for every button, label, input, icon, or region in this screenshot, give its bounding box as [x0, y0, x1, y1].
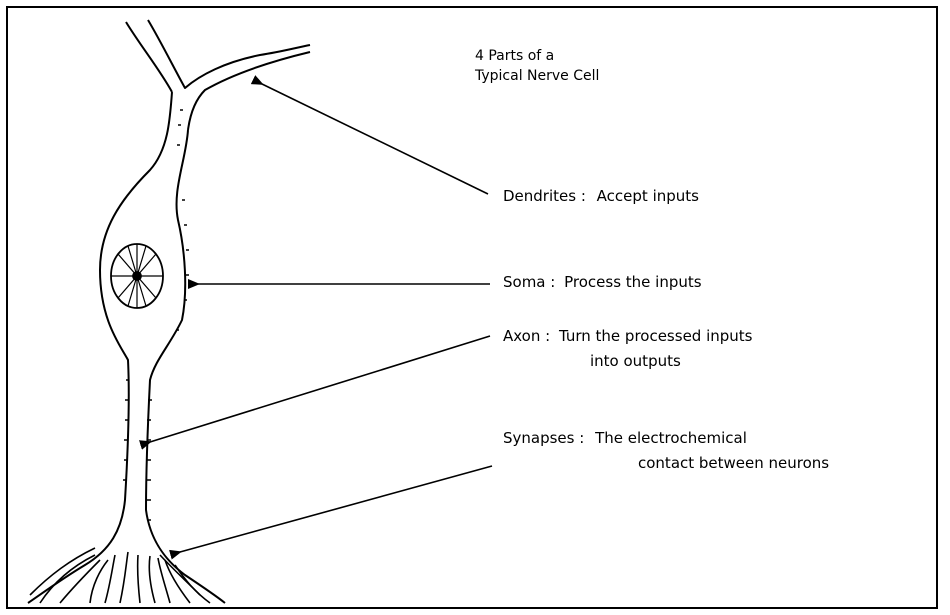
dendrites-label: Dendrites : Accept inputs [503, 186, 699, 206]
axon-name: Axon : [503, 327, 550, 345]
dendrites-desc: Accept inputs [597, 187, 699, 205]
axon-arrow [150, 336, 490, 442]
axon-label: Axon : Turn the processed inputs [503, 326, 752, 346]
dendrites-arrow [262, 84, 488, 194]
neuron-outline [28, 20, 310, 603]
axon-desc-line2: into outputs [590, 351, 681, 371]
diagram-title-line2: Typical Nerve Cell [475, 66, 599, 86]
synapses-desc-line1: The electrochemical [595, 429, 747, 447]
soma-name: Soma : [503, 273, 555, 291]
synaptic-terminals [30, 548, 210, 603]
cell-right-edge [146, 130, 225, 603]
nucleus [111, 244, 163, 308]
synapses-name: Synapses : [503, 429, 584, 447]
axon-desc-line1: Turn the processed inputs [559, 327, 753, 345]
soma-label: Soma : Process the inputs [503, 272, 702, 292]
synapses-label: Synapses : The electrochemical [503, 428, 747, 448]
soma-desc: Process the inputs [564, 273, 701, 291]
pointer-arrows [150, 84, 492, 552]
diagram-title-line1: 4 Parts of a [475, 46, 554, 66]
dendrite-lower-edge [188, 52, 310, 130]
synapses-arrow [180, 466, 492, 552]
dendrites-name: Dendrites : [503, 187, 586, 205]
dendrite-branch-left [126, 22, 172, 92]
synapses-desc-line2: contact between neurons [638, 453, 829, 473]
